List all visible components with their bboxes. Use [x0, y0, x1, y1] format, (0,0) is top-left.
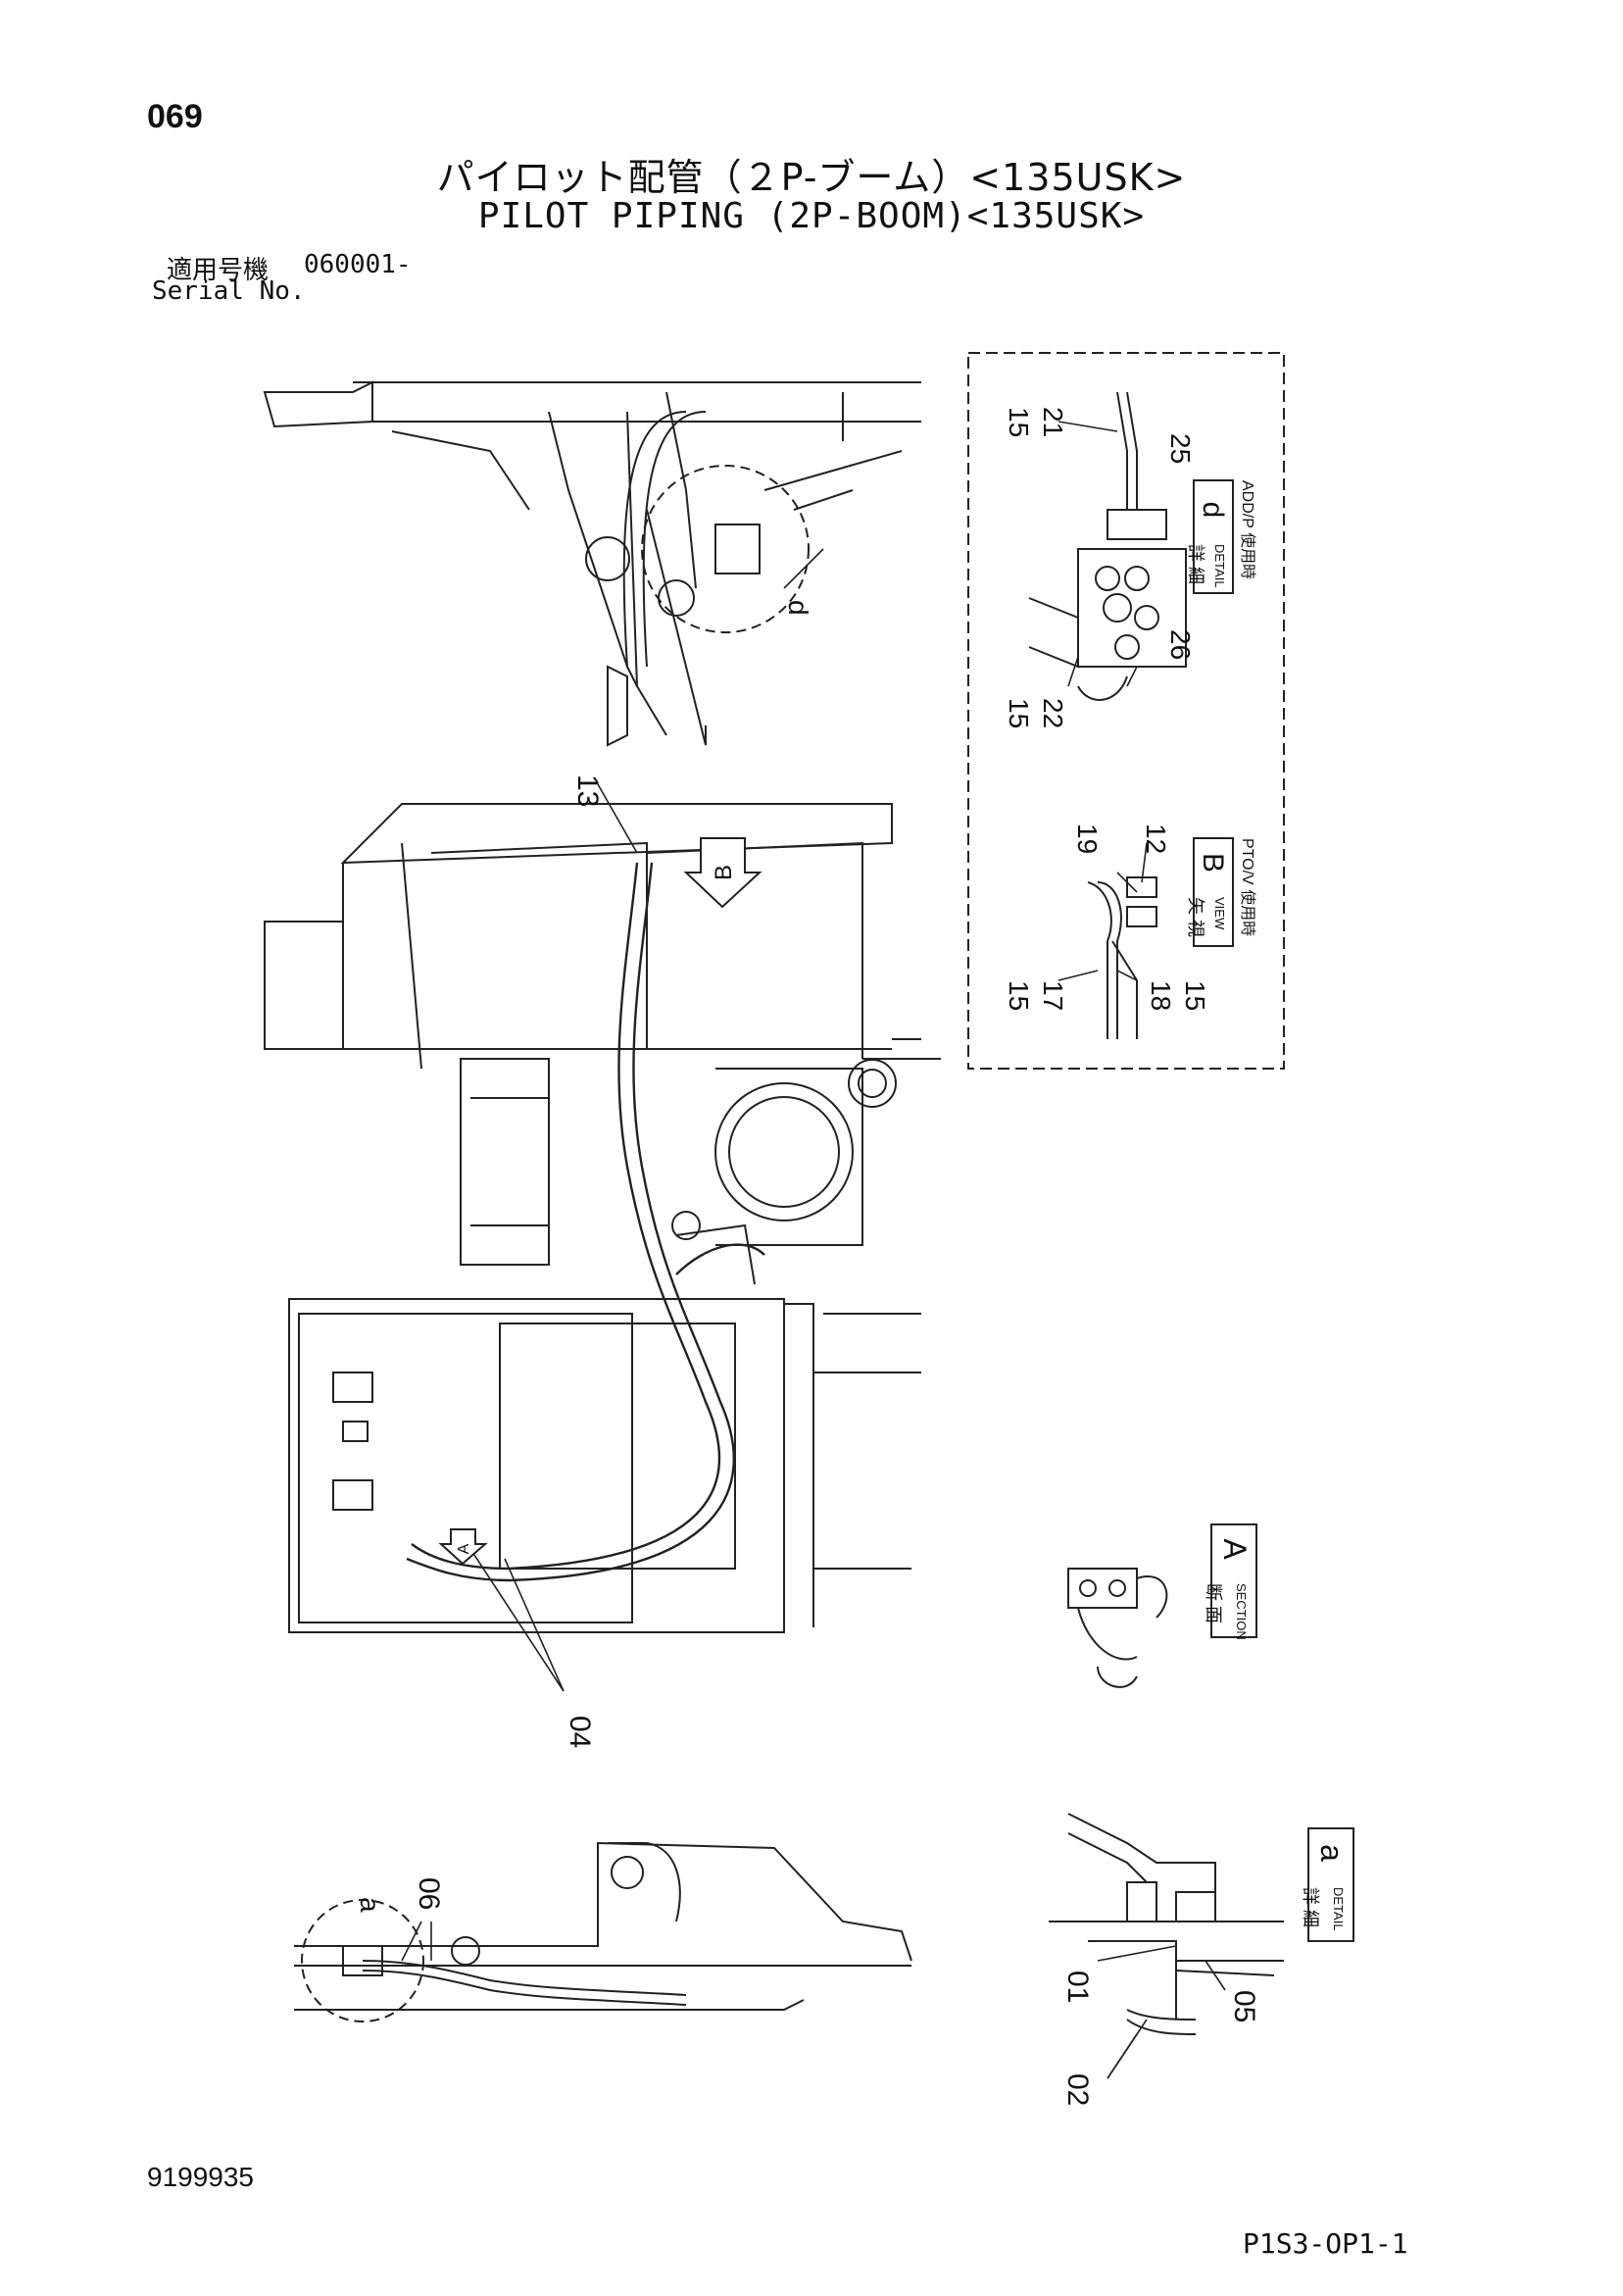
detail-a-view — [1049, 1813, 1284, 2035]
callout-15-c: 15 — [1004, 980, 1034, 1011]
callout-17: 17 — [1038, 980, 1068, 1011]
callout-19: 19 — [1072, 824, 1103, 854]
section-a-view — [1067, 1568, 1168, 1688]
detail-panel — [967, 352, 1285, 1070]
callout-labels: 13 04 06 a d 01 02 05 12 19 15 17 18 15 … — [355, 407, 1260, 2106]
detail-d-jp: 詳 細 — [1186, 544, 1205, 584]
top-boom-view — [263, 380, 921, 747]
section-a-label: A 断 面 SECTION — [1204, 1523, 1257, 1640]
callout-15-d: 15 — [1180, 980, 1210, 1011]
detail-d-letter: d — [1197, 502, 1229, 519]
callout-12: 12 — [1141, 824, 1171, 854]
bottom-boom-side-view — [294, 1841, 912, 2022]
marker-b-letter: B — [711, 865, 737, 880]
marker-a-letter: A — [456, 1543, 472, 1554]
view-b-en: VIEW — [1212, 897, 1227, 930]
section-a-en: SECTION — [1234, 1583, 1249, 1640]
callout-04: 04 — [564, 1716, 596, 1748]
section-a-letter: A — [1217, 1538, 1253, 1560]
callout-26: 26 — [1165, 629, 1196, 660]
callout-21: 21 — [1038, 407, 1068, 437]
lower-chassis-view — [288, 1298, 921, 1633]
callout-22: 22 — [1038, 698, 1068, 728]
callout-18: 18 — [1146, 980, 1176, 1011]
detail-d-en: DETAIL — [1212, 544, 1227, 588]
section-marker-a: A — [438, 1528, 488, 1566]
serial-value: 060001- — [304, 250, 412, 279]
callout-02: 02 — [1061, 2073, 1094, 2106]
view-b-jp: 矢 視 — [1186, 897, 1205, 937]
title-japanese: パイロット配管（２P-ブーム）<135USK> — [436, 156, 1187, 199]
sheet-code: P1S3-OP1-1 — [1243, 2227, 1408, 2260]
serial-label-japanese: 適用号機 — [167, 256, 270, 285]
middle-frame-view — [264, 803, 941, 1285]
callout-06: 06 — [413, 1877, 445, 1910]
detail-a-label: a 詳 細 DETAIL — [1301, 1827, 1354, 1942]
view-b-letter: B — [1197, 853, 1229, 873]
callout-15-b: 15 — [1004, 698, 1034, 728]
section-a-jp: 断 面 — [1204, 1583, 1223, 1623]
detail-a-letter: a — [1314, 1844, 1350, 1862]
document-number: 9199935 — [147, 2162, 255, 2192]
callout-05: 05 — [1228, 1990, 1260, 2022]
detail-a-jp: 詳 細 — [1301, 1887, 1320, 1927]
view-b-note: PTO/V 使用時 — [1239, 838, 1256, 936]
callout-01: 01 — [1061, 1971, 1094, 2003]
detail-d-label: d 詳 細 DETAIL ADD/P 使用時 — [1186, 479, 1256, 594]
page-number: 069 — [147, 98, 203, 135]
callout-15-a: 15 — [1004, 407, 1034, 437]
callout-a: a — [355, 1897, 385, 1913]
serial-label-english: Serial No. — [152, 276, 306, 306]
callout-13: 13 — [571, 774, 604, 807]
detail-a-en: DETAIL — [1331, 1887, 1346, 1931]
callout-25: 25 — [1165, 433, 1196, 464]
detail-d-note: ADD/P 使用時 — [1239, 480, 1256, 579]
section-marker-b: B — [683, 837, 762, 909]
leader-lines — [401, 421, 1226, 2079]
title-english: PILOT PIPING (2P-BOOM)<135USK> — [477, 196, 1146, 236]
callout-d: d — [783, 600, 813, 616]
view-b-label: B 矢 視 VIEW PTO/V 使用時 — [1186, 837, 1256, 947]
